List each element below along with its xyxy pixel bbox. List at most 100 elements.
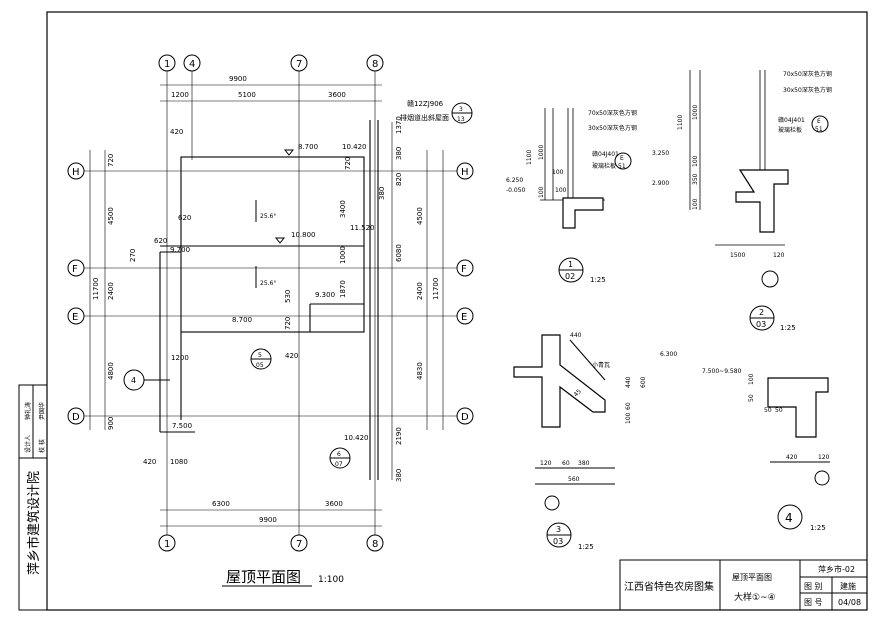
drawing-label: 1100	[677, 115, 684, 130]
drawing-label: 620	[154, 237, 167, 245]
drawing-label: 820	[395, 173, 403, 186]
drawing-label: 9.700	[170, 246, 190, 254]
axis-bubbles-top: 1 4 7 8	[158, 54, 384, 72]
drawing-label: 11700	[92, 278, 100, 300]
drawing-label: 100	[692, 155, 699, 167]
detail-4: 7.500~9.580 100 50 50 50 420 120 4 1:25	[702, 368, 830, 532]
drawing-label: 4	[189, 59, 195, 70]
drawing-label: 6.250	[506, 177, 523, 184]
drawing-label: 11700	[432, 278, 440, 300]
atlas-title: 江西省特色农房图集	[624, 580, 714, 593]
drawing-label: 25.6°	[260, 213, 276, 220]
drawing-label: 70x50深灰色方钢	[783, 70, 832, 78]
drawing-label: 赣04J401	[778, 116, 805, 124]
drawing-label: 50	[748, 394, 755, 402]
drawing-label: 11.520	[350, 224, 375, 232]
drawing-label: D	[72, 412, 80, 423]
drawing-label: E	[817, 118, 821, 125]
drawing-label: 1100	[526, 150, 533, 165]
drawing-label: E	[461, 312, 467, 323]
drawing-label: 3400	[339, 200, 347, 218]
drawing-label: 建施	[840, 581, 856, 591]
drawing-label: 1000	[538, 145, 545, 160]
drawing-label: 1000	[339, 246, 347, 264]
drawing-label: 120	[773, 252, 785, 259]
drawing-label: F	[461, 264, 467, 275]
drawing-label: 1200	[171, 354, 189, 362]
drawing-label: D	[461, 412, 469, 423]
drawing-label: 8	[372, 539, 378, 550]
grid-lines	[84, 71, 457, 535]
drawing-label: H	[461, 167, 469, 178]
drawing-label: 图 号	[804, 598, 823, 607]
drawing-label: 30x50深灰色方钢	[588, 124, 637, 132]
sheet-border	[46, 11, 868, 611]
drawing-label: 03	[553, 537, 563, 546]
drawing-label: 排烟道出斜屋面	[400, 113, 449, 122]
drawing-label: 9900	[229, 75, 247, 83]
drawing-label: 1:25	[780, 324, 796, 332]
drawing-label: 7.500~9.580	[702, 368, 742, 375]
drawing-label: 玻璃栏板	[592, 162, 616, 170]
drawing-label: 120	[818, 454, 830, 461]
drawing-label: 3.250	[652, 150, 669, 157]
drawing-label: 600	[640, 376, 647, 388]
drawing-label: 100	[692, 198, 699, 210]
detail-1: 70x50深灰色方钢 30x50深灰色方钢 赣04J401 玻璃栏板 E 51 …	[506, 108, 637, 284]
drawing-label: 420	[143, 458, 156, 466]
drawing-label: 4	[131, 376, 136, 385]
drawing-label: 3600	[328, 91, 346, 99]
drawing-label: 6080	[395, 244, 403, 262]
drawing-label: 10.800	[291, 231, 316, 239]
drawing-label: 60	[562, 460, 570, 467]
drawing-label: 4800	[107, 362, 115, 380]
drawing-label: 720	[344, 157, 352, 170]
dimension-lines	[89, 84, 444, 527]
drawing-label: 270	[129, 249, 137, 262]
plan-scale: 1:100	[318, 575, 344, 585]
drawing-label: 4500	[416, 207, 424, 225]
drawing-label: 380	[578, 460, 590, 467]
drawing-label: 5100	[238, 91, 256, 99]
drawing-label: 8.700	[298, 143, 318, 151]
drawing-label: 1000	[692, 105, 699, 120]
drawing-label: 赣04J401	[592, 150, 619, 158]
drawing-label: 9.300	[315, 291, 335, 299]
drawing-label: 50	[764, 407, 772, 414]
drawing-label: 03	[756, 320, 766, 329]
drawing-label: 620	[178, 214, 191, 222]
roof-outline	[159, 120, 379, 480]
drawing-label: 530	[284, 290, 292, 303]
project-name: 萍乡市-02	[818, 564, 855, 574]
drawing-label: 赣12ZJ906	[407, 99, 444, 108]
drawing-label: 30x50深灰色方钢	[783, 86, 832, 94]
drawing-label: 6.300	[660, 351, 677, 358]
drawing-label: 05	[256, 362, 264, 369]
drawing-label: F	[72, 264, 78, 275]
sheet-title: 屋顶平面图	[732, 573, 772, 582]
drawing-label: 1080	[170, 458, 188, 466]
plan-title: 屋顶平面图	[226, 568, 301, 586]
elevation-mark	[283, 149, 295, 156]
drawing-label: 420	[170, 128, 183, 136]
drawing-label: 440	[570, 332, 582, 339]
drawing-label: 560	[568, 476, 580, 483]
signature-name1: 钟礼涛	[24, 402, 32, 420]
drawing-label: 1370	[395, 116, 403, 134]
drawing-label: 900	[107, 417, 115, 430]
drawing-label: 4500	[107, 207, 115, 225]
drawing-label: 8	[372, 59, 378, 70]
drawing-label: 3	[459, 106, 463, 113]
drawing-label: 9900	[259, 516, 277, 524]
drawing-label: 1	[568, 260, 573, 269]
axis-bubbles-sides: H F E D H F E D	[67, 162, 474, 425]
drawing-label: 440	[625, 376, 632, 388]
institute-name: 萍乡市建筑设计院	[26, 471, 42, 575]
drawing-label: 51	[618, 163, 626, 170]
drawing-label: 50	[775, 407, 783, 414]
drawing-label: 小青瓦	[592, 361, 610, 369]
drawing-label: E	[72, 312, 78, 323]
drawing-label: 380	[378, 187, 386, 200]
drawing-label: 10.420	[344, 434, 369, 442]
signature-designer: 设计人	[24, 435, 32, 453]
